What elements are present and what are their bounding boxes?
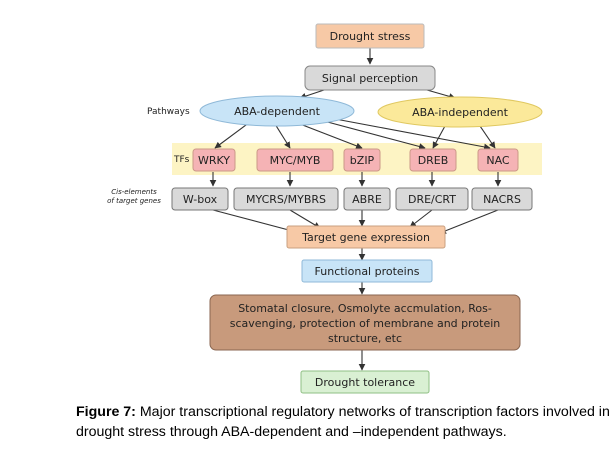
figure-caption-label: Figure 7: [76,404,136,420]
cis-mycrs-mybrs-node: MYCRS/MYBRS [233,187,339,211]
tf-dreb-label: DREB [418,154,449,167]
cis-wbox-label: W-box [183,193,218,206]
cis-elements-label-2: of target genes [107,197,161,205]
cis-nacrs-label: NACRS [483,193,521,206]
aba-independent-node: ABA-independent [377,96,543,128]
signal-perception-node: Signal perception [304,65,436,91]
cis-abre-node: ABRE [343,187,391,211]
tf-myc-myb-node: MYC/MYB [256,148,334,172]
tf-dreb-node: DREB [409,148,457,172]
outcome-line-2: scavenging, protection of membrane and p… [230,317,501,330]
outcome-line-1: Stomatal closure, Osmolyte accmulation, … [238,302,492,315]
aba-independent-label: ABA-independent [412,106,509,119]
tfs-label: TFs [173,155,190,165]
regulatory-network-diagram: Drought stress Signal perception Pathway… [107,23,543,394]
cis-nacrs-node: NACRS [471,187,533,211]
outcome-line-3: structure, etc [328,332,402,345]
aba-dependent-node: ABA-dependent [199,95,355,127]
target-gene-expression-label: Target gene expression [301,231,430,244]
physiological-outcomes-node: Stomatal closure, Osmolyte accmulation, … [209,294,521,351]
figure-caption: Figure 7: Major transcriptional regulato… [76,402,616,442]
tf-myc-myb-label: MYC/MYB [270,154,321,167]
figure-caption-text: Major transcriptional regulatory network… [76,404,610,440]
functional-proteins-label: Functional proteins [315,265,420,278]
tf-nac-label: NAC [486,154,510,167]
functional-proteins-node: Functional proteins [301,259,433,283]
tf-bzip-node: bZIP [343,148,381,172]
drought-stress-node: Drought stress [315,23,425,49]
cis-dre-crt-node: DRE/CRT [395,187,469,211]
pathways-label: Pathways [147,107,190,117]
cis-wbox-node: W-box [171,187,229,211]
drought-tolerance-label: Drought tolerance [315,376,415,389]
tf-bzip-label: bZIP [350,154,375,167]
cis-abre-label: ABRE [352,193,382,206]
cis-mycrs-mybrs-label: MYCRS/MYBRS [246,193,326,206]
cis-dre-crt-label: DRE/CRT [408,193,456,206]
target-gene-expression-node: Target gene expression [286,225,446,249]
tf-wrky-label: WRKY [198,154,230,167]
tf-wrky-node: WRKY [192,148,236,172]
drought-stress-label: Drought stress [330,30,411,43]
aba-dependent-label: ABA-dependent [234,105,321,118]
signal-perception-label: Signal perception [322,72,418,85]
drought-tolerance-node: Drought tolerance [300,370,430,394]
tf-nac-node: NAC [477,148,519,172]
cis-elements-label: Cis-elements [111,188,157,196]
